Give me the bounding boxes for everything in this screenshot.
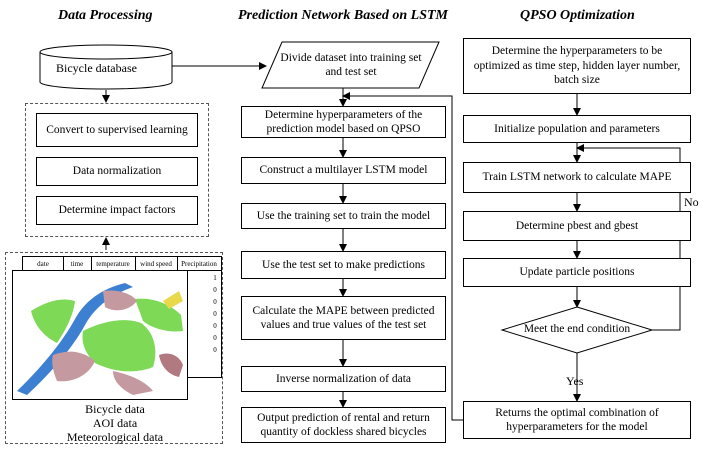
col-precipitation: Precipitation	[181, 260, 217, 268]
source-meteorological-data: Meteorological data	[66, 430, 164, 444]
step-test-predictions: Use the test set to make predictions	[241, 251, 446, 279]
source-aoi-data: AOI data	[92, 416, 138, 430]
decision-diamond	[500, 306, 654, 354]
step-update-positions: Update particle positions	[463, 258, 691, 287]
step-output-prediction: Output prediction of rental and return q…	[241, 407, 446, 443]
step-pbest-gbest: Determine pbest and gbest	[463, 211, 691, 241]
step-data-normalization: Data normalization	[36, 157, 198, 186]
data-sources-group	[5, 252, 223, 444]
yes-label: Yes	[566, 374, 584, 388]
step-convert-supervised: Convert to supervised learning	[36, 113, 198, 147]
step-calculate-mape: Calculate the MAPE between predicted val…	[241, 296, 446, 340]
aoi-map-image	[12, 270, 188, 400]
step-determine-hyperparameters: Determine hyperparameters of the predict…	[241, 106, 446, 138]
preprocessing-group	[25, 103, 209, 237]
step-construct-lstm: Construct a multilayer LSTM model	[241, 157, 446, 184]
col-date: date	[37, 260, 49, 268]
header-qpso-optimization: QPSO Optimization	[520, 8, 635, 23]
table-value: 0	[213, 298, 217, 306]
header-data-processing: Data Processing	[58, 8, 153, 23]
divide-parallelogram	[261, 41, 440, 89]
step-initialize-population: Initialize population and parameters	[463, 115, 691, 143]
no-label: No	[684, 195, 699, 209]
table-value: 1	[213, 274, 217, 282]
col-time: time	[70, 260, 84, 268]
step-impact-factors: Determine impact factors	[36, 196, 198, 225]
table-value: 0	[213, 286, 217, 294]
step-inverse-normalization: Inverse normalization of data	[241, 366, 446, 392]
header-prediction-network: Prediction Network Based on LSTM	[238, 8, 449, 23]
database-cylinder	[39, 44, 173, 90]
table-value: 0	[213, 310, 217, 318]
source-bicycle-data: Bicycle data	[85, 402, 145, 416]
step-train-lstm-mape: Train LSTM network to calculate MAPE	[463, 162, 691, 193]
col-wind-speed: wind speed	[140, 260, 172, 268]
step-optimal-combination: Returns the optimal combination of hyper…	[463, 401, 691, 439]
decision-label: Meet the end condition	[523, 323, 631, 335]
table-value: 0	[213, 334, 217, 342]
divide-dataset-label: Divide dataset into training set and tes…	[280, 52, 422, 78]
table-value: 0	[213, 346, 217, 354]
step-hyperparameters-to-optimize: Determine the hyperparameters to be opti…	[463, 38, 691, 94]
database-label: Bicycle database	[56, 61, 137, 75]
step-train-model: Use the training set to train the model	[241, 203, 446, 229]
table-value: 0	[213, 322, 217, 330]
col-temperature: temperature	[96, 260, 130, 268]
